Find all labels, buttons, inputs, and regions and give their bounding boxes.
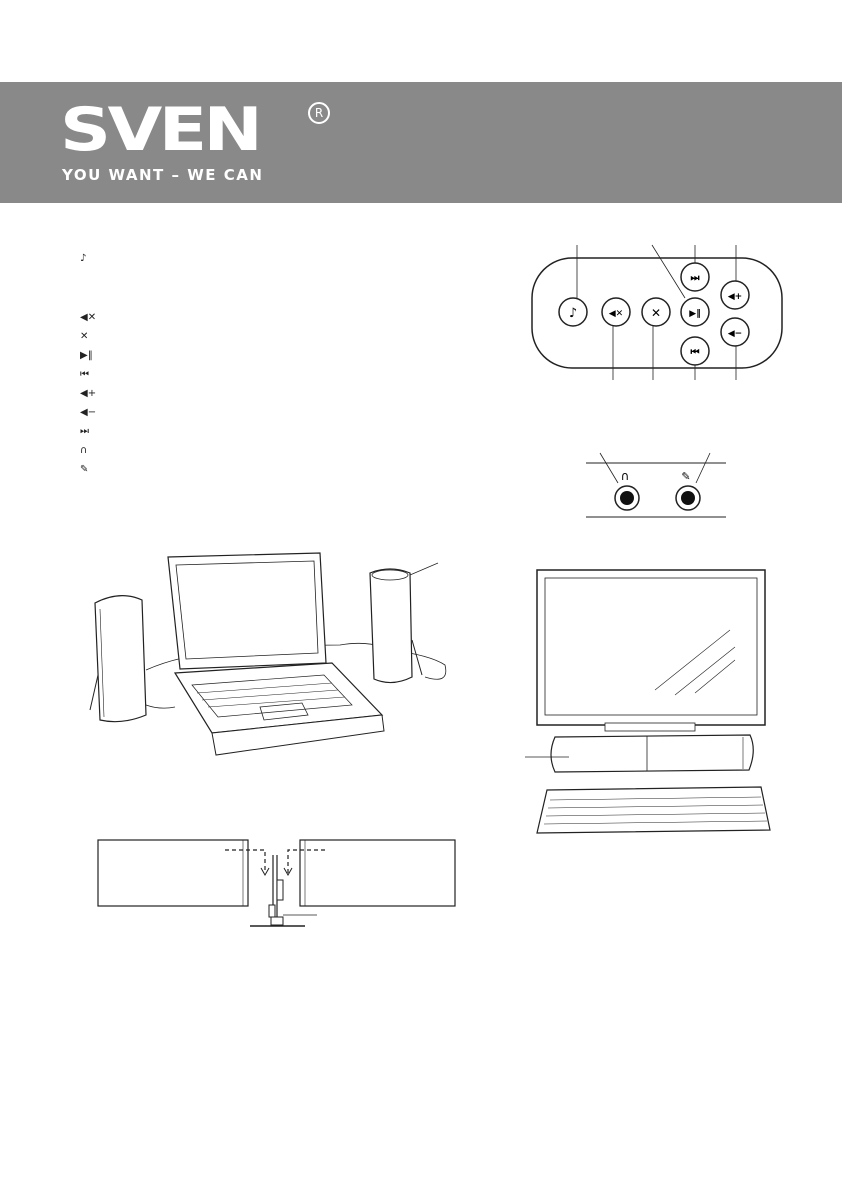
registered-mark: R xyxy=(308,102,330,124)
soundbar xyxy=(525,734,754,773)
monitor-soundbar-illustration xyxy=(525,569,771,834)
mic-mute-button[interactable]: ✕ xyxy=(641,297,671,327)
volume-down-icon: ◀− xyxy=(728,329,742,339)
control-panel-diagram: ♪ ◀✕ ✕ ⏭ ▶‖ ⏮ ◀+ ◀− xyxy=(531,244,783,380)
mic-mute-icon: ✕ xyxy=(651,306,661,320)
next-track-icon: ⏭ xyxy=(691,273,700,284)
play-pause-icon: ▶‖ xyxy=(80,350,93,361)
previous-track-icon: ⏮ xyxy=(691,347,700,358)
laptop xyxy=(167,552,385,756)
previous-track-button[interactable]: ⏮ xyxy=(680,336,710,366)
headphones-icon: ∩ xyxy=(80,445,88,456)
mounting-diagram xyxy=(97,839,456,927)
microphone-icon: ✎ xyxy=(80,464,89,475)
volume-up-button[interactable]: ◀+ xyxy=(720,280,750,310)
volume-down-button[interactable]: ◀− xyxy=(720,317,750,347)
microphone-jack[interactable] xyxy=(675,485,701,511)
jack-panel-diagram: ∩ ✎ xyxy=(586,452,726,518)
headphone-jack[interactable] xyxy=(614,485,640,511)
brand-logo: SVEN xyxy=(60,95,263,165)
header-banner xyxy=(0,82,842,203)
microphone-icon: ✎ xyxy=(681,470,690,483)
next-track-icon: ⏭ xyxy=(80,426,89,437)
next-track-button[interactable]: ⏭ xyxy=(680,262,710,292)
volume-up-icon: ◀+ xyxy=(80,388,97,399)
previous-track-icon: ⏮ xyxy=(80,369,89,380)
music-mode-icon: ♪ xyxy=(569,306,577,321)
left-speaker xyxy=(89,595,147,723)
laptop-speakers-illustration xyxy=(89,552,447,756)
right-speaker xyxy=(369,562,439,684)
music-mode-button[interactable]: ♪ xyxy=(558,297,588,327)
volume-down-icon: ◀− xyxy=(80,407,97,418)
headphones-icon: ∩ xyxy=(621,469,630,483)
monitor xyxy=(536,569,766,732)
play-pause-icon: ▶‖ xyxy=(689,309,700,319)
speaker-mute-button[interactable]: ◀✕ xyxy=(601,297,631,327)
tagline: YOU WANT – WE CAN xyxy=(62,166,264,184)
volume-up-icon: ◀+ xyxy=(728,292,742,302)
keyboard xyxy=(536,786,771,834)
mic-mute-icon: ✕ xyxy=(80,331,89,342)
play-pause-button[interactable]: ▶‖ xyxy=(680,297,710,327)
speaker-mute-icon: ◀✕ xyxy=(609,309,623,319)
speaker-mute-icon: ◀✕ xyxy=(80,312,97,323)
music-mode-icon: ♪ xyxy=(80,253,87,264)
